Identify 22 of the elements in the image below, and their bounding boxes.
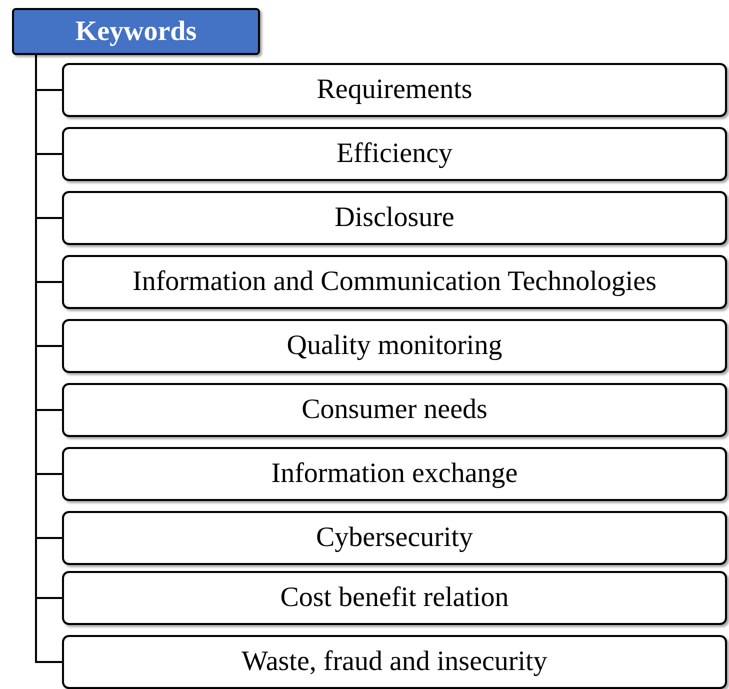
keyword-box [62, 571, 727, 625]
keyword-label: Waste, fraud and insecurity [242, 646, 548, 678]
keyword-box [62, 319, 727, 373]
keyword-label: Information exchange [271, 458, 518, 490]
keyword-label: Consumer needs [302, 394, 488, 426]
keyword-label: Requirements [316, 74, 472, 106]
keyword-label: Information and Communication Technologies [132, 266, 656, 298]
header-box [12, 8, 260, 55]
keyword-label: Disclosure [334, 202, 454, 234]
keyword-box [62, 383, 727, 437]
keyword-box [62, 255, 727, 309]
keyword-box [62, 447, 727, 501]
keyword-box [62, 191, 727, 245]
keyword-label: Efficiency [336, 138, 453, 170]
keyword-box [62, 127, 727, 181]
header-label: Keywords [75, 16, 197, 48]
keyword-box [62, 635, 727, 689]
keyword-box [62, 511, 727, 565]
keyword-label: Cost benefit relation [280, 582, 509, 614]
keyword-label: Cybersecurity [316, 522, 474, 554]
keyword-box [62, 63, 727, 117]
keyword-label: Quality monitoring [286, 330, 502, 362]
